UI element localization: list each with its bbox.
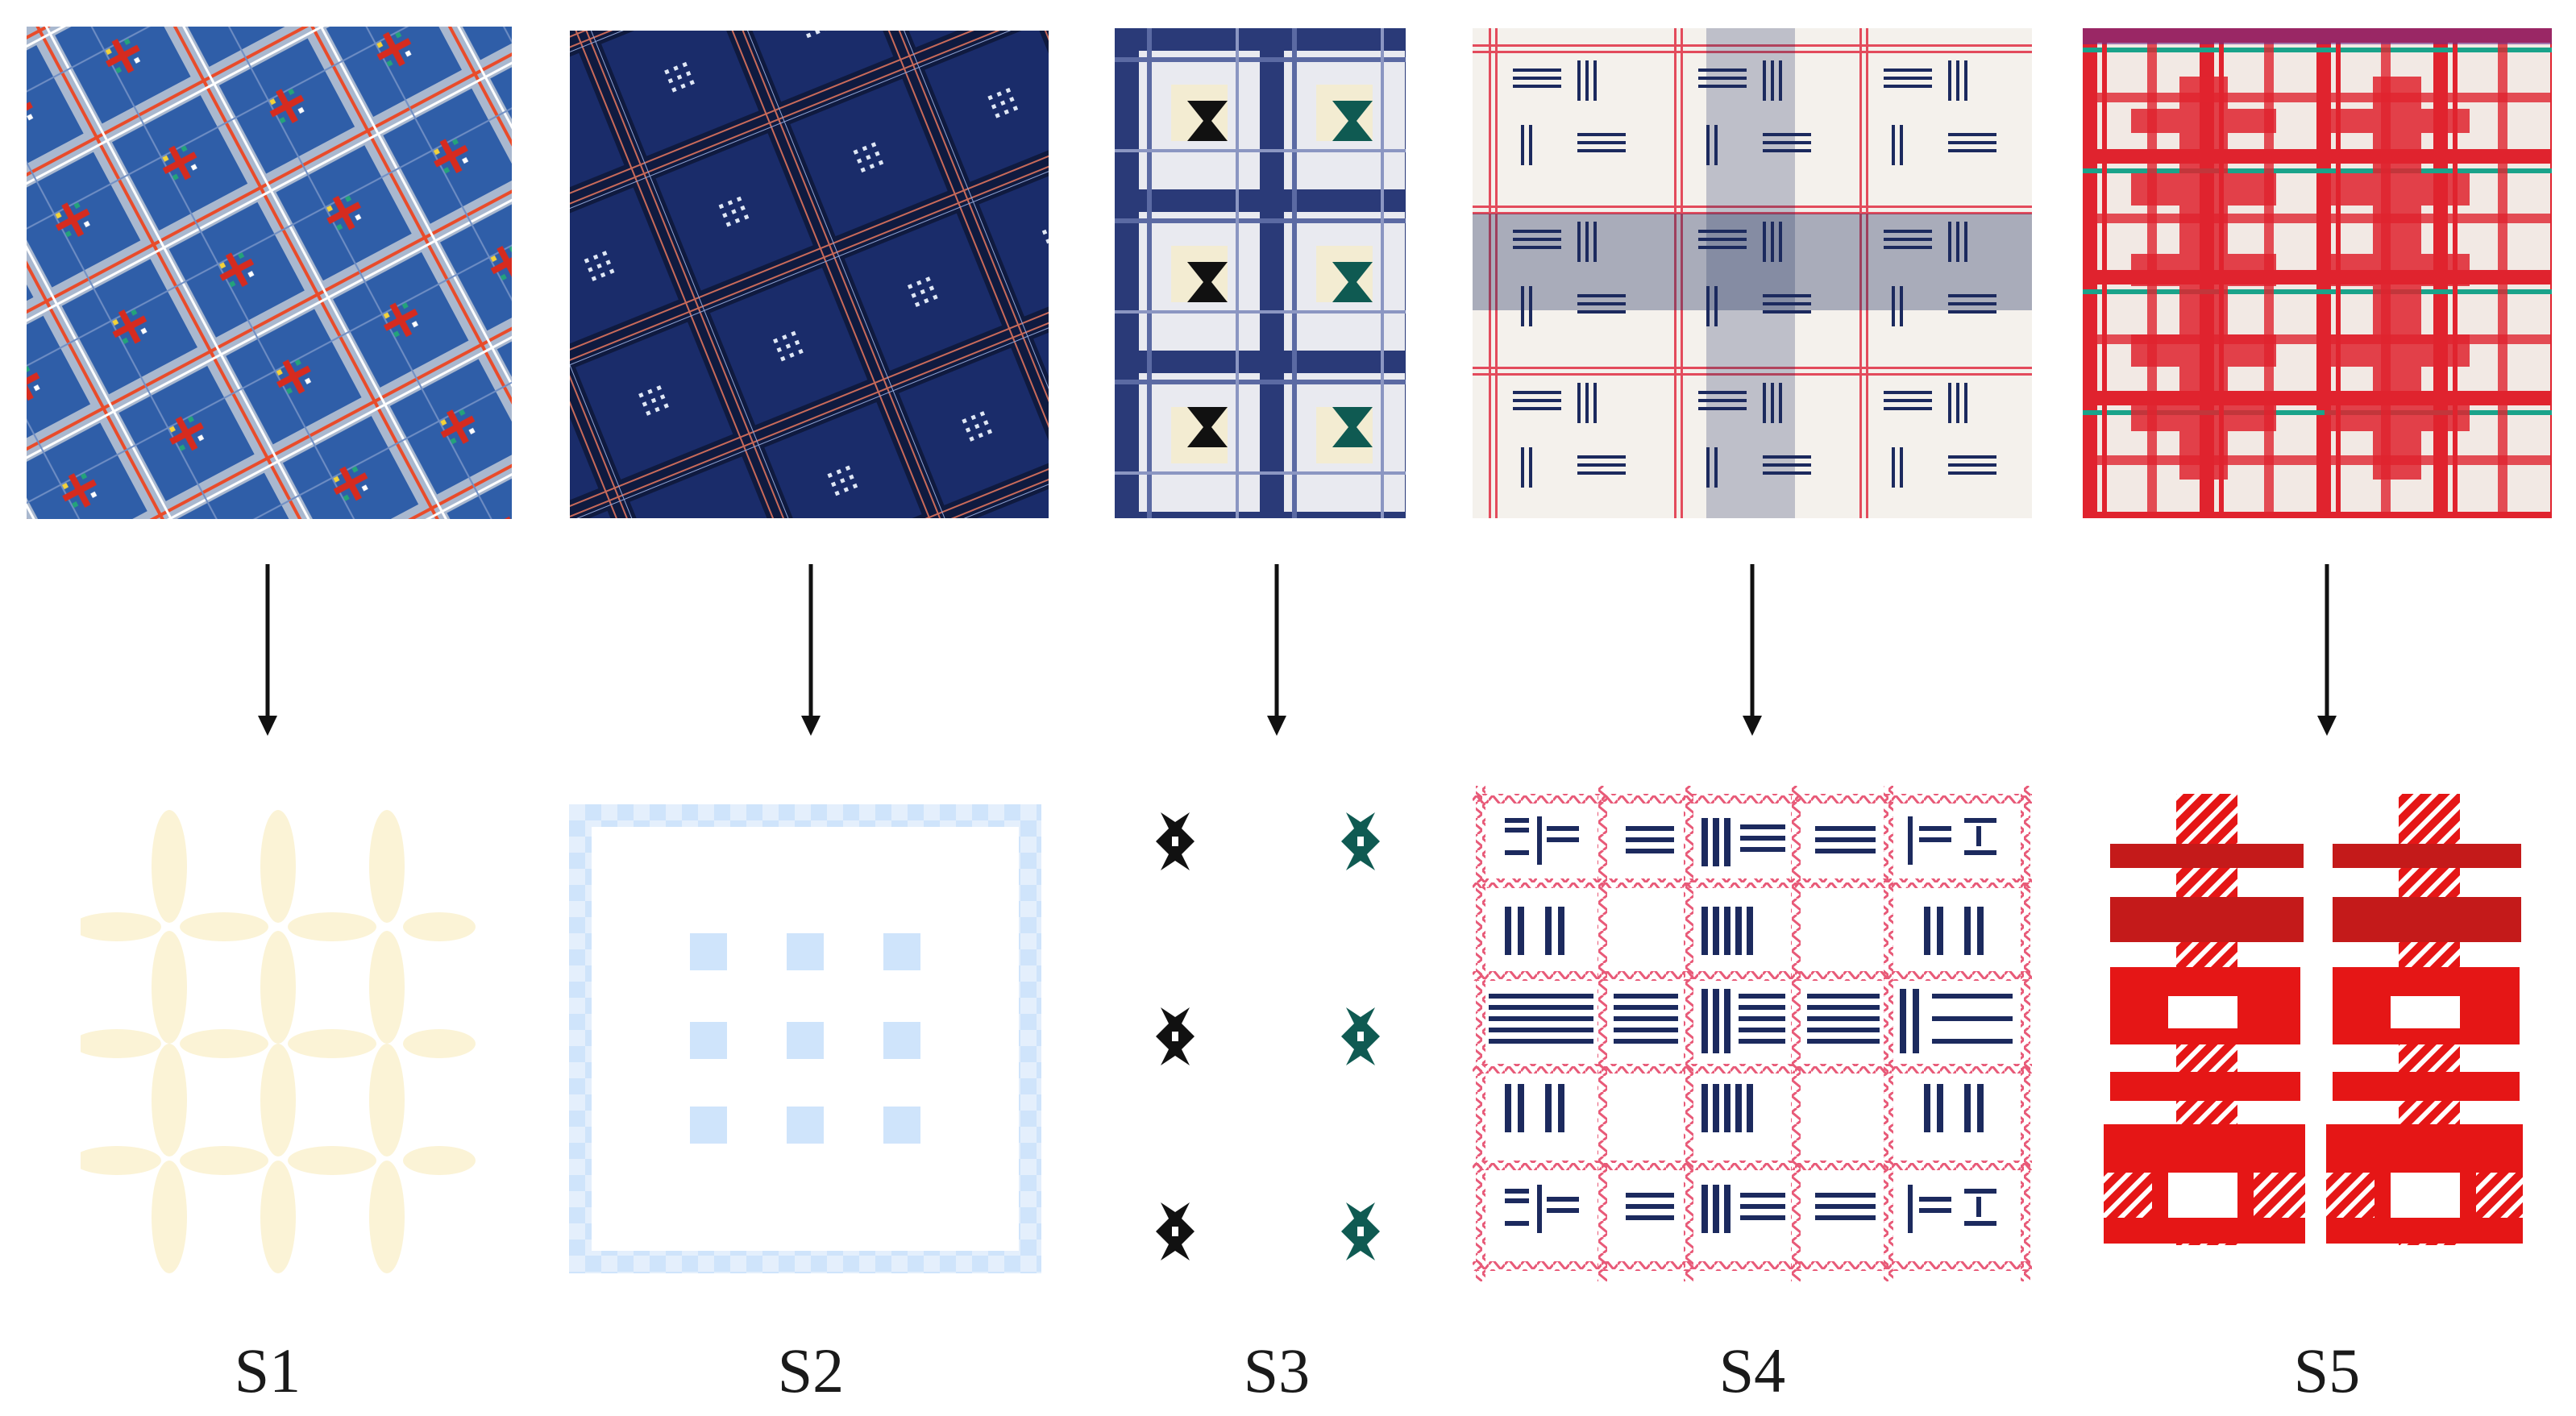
fabric-photo-s5	[2083, 28, 2552, 518]
motif-s3-cross-motifs	[1153, 806, 1394, 1273]
arrow-down-icon	[1267, 564, 1286, 736]
motif-s2-checkered-frame	[569, 804, 1041, 1273]
fabric-photo-s4	[1473, 28, 2032, 518]
motif-s1-petal-lattice	[81, 806, 476, 1281]
arrow-down-icon	[258, 564, 277, 736]
panel-label-s1: S1	[234, 1335, 301, 1406]
arrow-down-icon	[2317, 564, 2337, 736]
panel-label-s4: S4	[1718, 1335, 1786, 1406]
arrow-down-icon	[1743, 564, 1762, 736]
panel-label-s3: S3	[1243, 1335, 1311, 1406]
panel-label-s2: S2	[777, 1335, 845, 1406]
arrow-down-icon	[801, 564, 821, 736]
fabric-photo-s3	[1115, 28, 1406, 518]
motif-s4-weave-grid	[1473, 786, 2032, 1281]
motif-s5-double-happiness	[2104, 794, 2523, 1277]
fabric-photo-s2	[570, 31, 1049, 518]
fabric-photo-s1	[27, 27, 512, 519]
panel-label-s5: S5	[2293, 1335, 2361, 1406]
